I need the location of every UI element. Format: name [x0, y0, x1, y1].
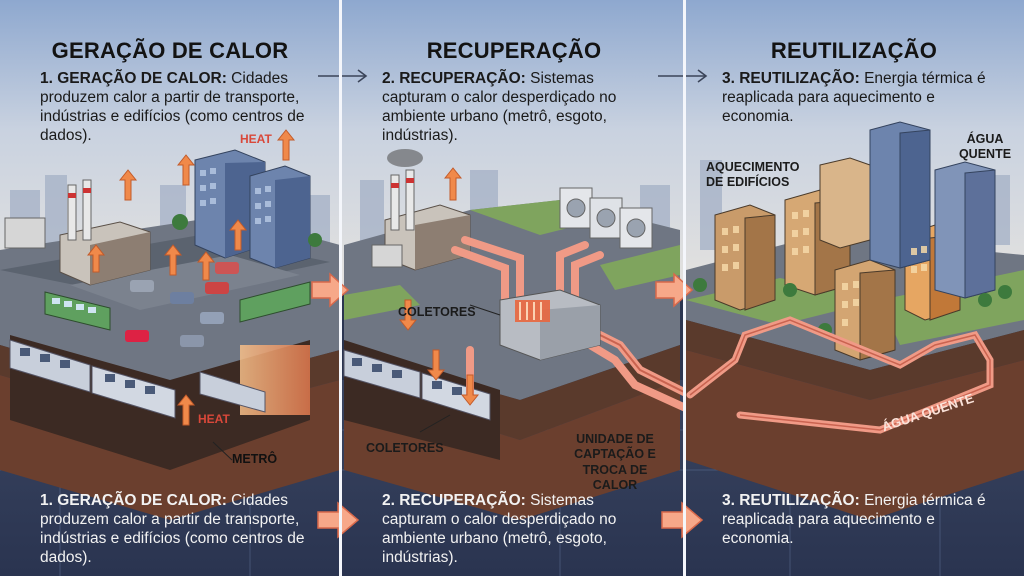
panel1-metro-train: [9, 339, 266, 419]
aquecimento-label: AQUECIMENTO DE EDIFÍCIOS: [706, 160, 800, 190]
panel2-hvac-units: [559, 187, 653, 249]
panel3-desc-top: 3. REUTILIZAÇÃO: Energia térmica é reapl…: [722, 70, 986, 125]
panel2-exchange-unit: [499, 289, 601, 361]
coletores-label-bottom: COLETORES: [366, 441, 444, 455]
panel3-pipe-edge: [689, 319, 991, 431]
panel-divider-1: [339, 0, 342, 576]
panel3-desc-bottom: 3. REUTILIZAÇÃO: Energia térmica é reapl…: [722, 492, 986, 547]
panel1-heat-arrows: [86, 129, 296, 426]
panel1-cars: [125, 262, 239, 347]
panel2-metro-train: [343, 349, 491, 421]
panel2-factory: [371, 149, 471, 271]
panel1-desc-top: 1. GERAÇÃO DE CALOR: Cidades produzem ca…: [40, 70, 305, 144]
heat-label-top: HEAT: [240, 132, 272, 146]
coletores-label-top: COLETORES: [398, 305, 476, 319]
panel3-windows: [722, 210, 927, 326]
panel1-street: [0, 235, 330, 310]
panel1-towers: [172, 149, 322, 269]
panel1-title: GERAÇÃO DE CALOR: [51, 38, 289, 63]
panel2-title: RECUPERAÇÃO: [426, 38, 602, 63]
unidade-label: UNIDADE DE CAPTAÇÃO E TROCA DE CALOR: [574, 432, 656, 492]
panel1-buses: [44, 281, 311, 331]
agua-quente-label-top: ÁGUA QUENTE: [958, 132, 1012, 162]
metro-label: METRÔ: [232, 452, 278, 466]
panel1-factory: [4, 179, 151, 286]
panel3-glass-towers: [869, 121, 996, 299]
panel1-desc-bottom: 1. GERAÇÃO DE CALOR: Cidades produzem ca…: [40, 492, 305, 566]
panel-divider-2: [683, 0, 686, 576]
panel3-trees: [693, 278, 1012, 337]
panel2-desc-top: 2. RECUPERAÇÃO: Sistemas capturam o calo…: [382, 70, 617, 144]
heat-label-bottom: HEAT: [198, 412, 230, 426]
panel2-desc-bottom: 2. RECUPERAÇÃO: Sistemas capturam o calo…: [382, 492, 617, 566]
panel2-heat-arrows: [398, 167, 480, 406]
panel2-pipe-edges: [589, 329, 691, 396]
leader-lines: [212, 304, 501, 461]
panel3-title: REUTILIZAÇÃO: [770, 38, 938, 63]
